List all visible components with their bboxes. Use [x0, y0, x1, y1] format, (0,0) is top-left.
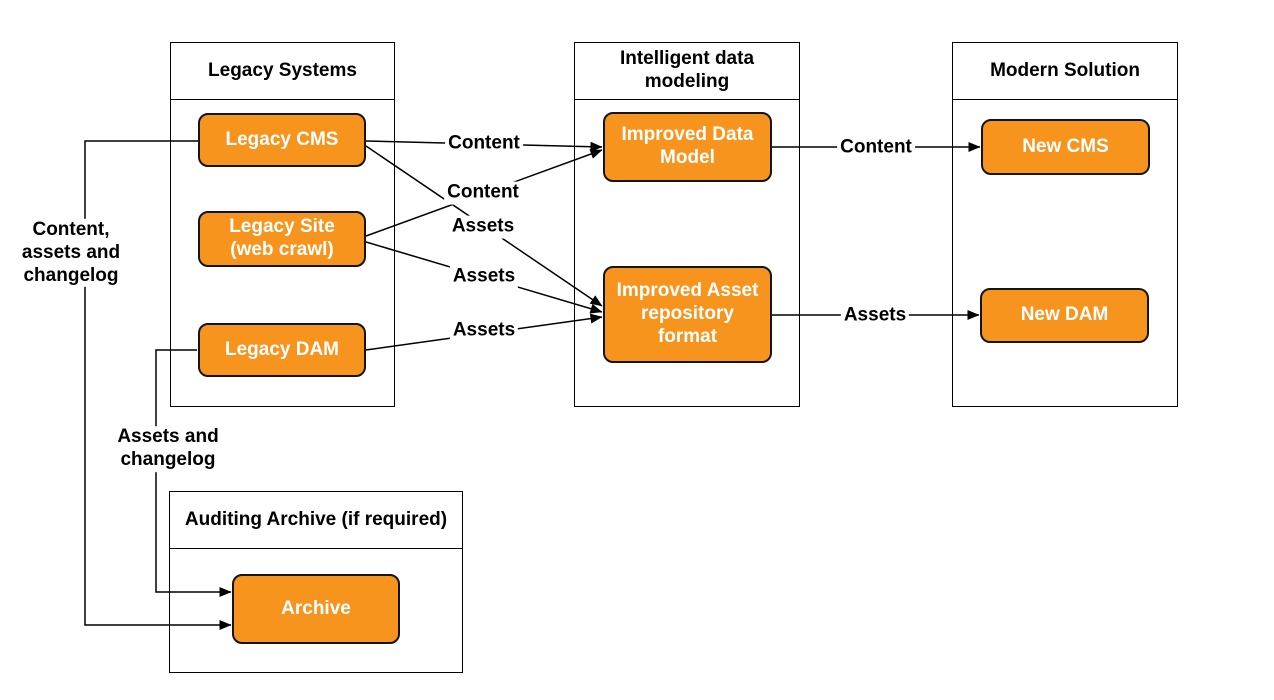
container-auditing-archive: Auditing Archive (if required) [169, 491, 463, 673]
node-new-dam: New DAM [980, 288, 1149, 343]
edge-label-model-to-new-cms: Content [837, 136, 915, 160]
node-legacy-site: Legacy Site (web crawl) [198, 211, 366, 267]
node-improved-data-model: Improved Data Model [603, 112, 772, 182]
container-intelligent-data-modeling: Intelligent data modeling [574, 42, 800, 407]
edge-label-cms-to-model: Content [445, 132, 523, 156]
edge-label-cms-to-asset: Assets [448, 215, 518, 239]
node-archive: Archive [232, 574, 400, 644]
container-intelligent-data-modeling-title: Intelligent data modeling [575, 43, 799, 100]
node-legacy-dam: Legacy DAM [198, 323, 366, 377]
container-legacy-systems: Legacy Systems [170, 42, 395, 407]
edge-label-dam-to-asset: Assets [449, 319, 519, 343]
edge-label-cms-to-archive: Content, assets and changelog [18, 218, 124, 288]
container-legacy-systems-title: Legacy Systems [171, 43, 394, 100]
container-auditing-archive-title: Auditing Archive (if required) [170, 492, 462, 549]
container-modern-solution: Modern Solution [952, 42, 1178, 407]
edge-label-site-to-asset: Assets [449, 265, 519, 289]
edge-legacy-cms-to-archive [84, 140, 232, 630]
node-improved-asset-repository: Improved Asset repository format [603, 266, 772, 363]
container-modern-solution-title: Modern Solution [953, 43, 1177, 100]
node-new-cms: New CMS [981, 119, 1150, 175]
node-legacy-cms: Legacy CMS [198, 113, 366, 167]
edge-label-dam-to-archive: Assets and changelog [114, 426, 222, 472]
edge-label-asset-to-new-dam: Assets [840, 304, 910, 328]
edge-label-site-to-model: Content [444, 181, 522, 205]
